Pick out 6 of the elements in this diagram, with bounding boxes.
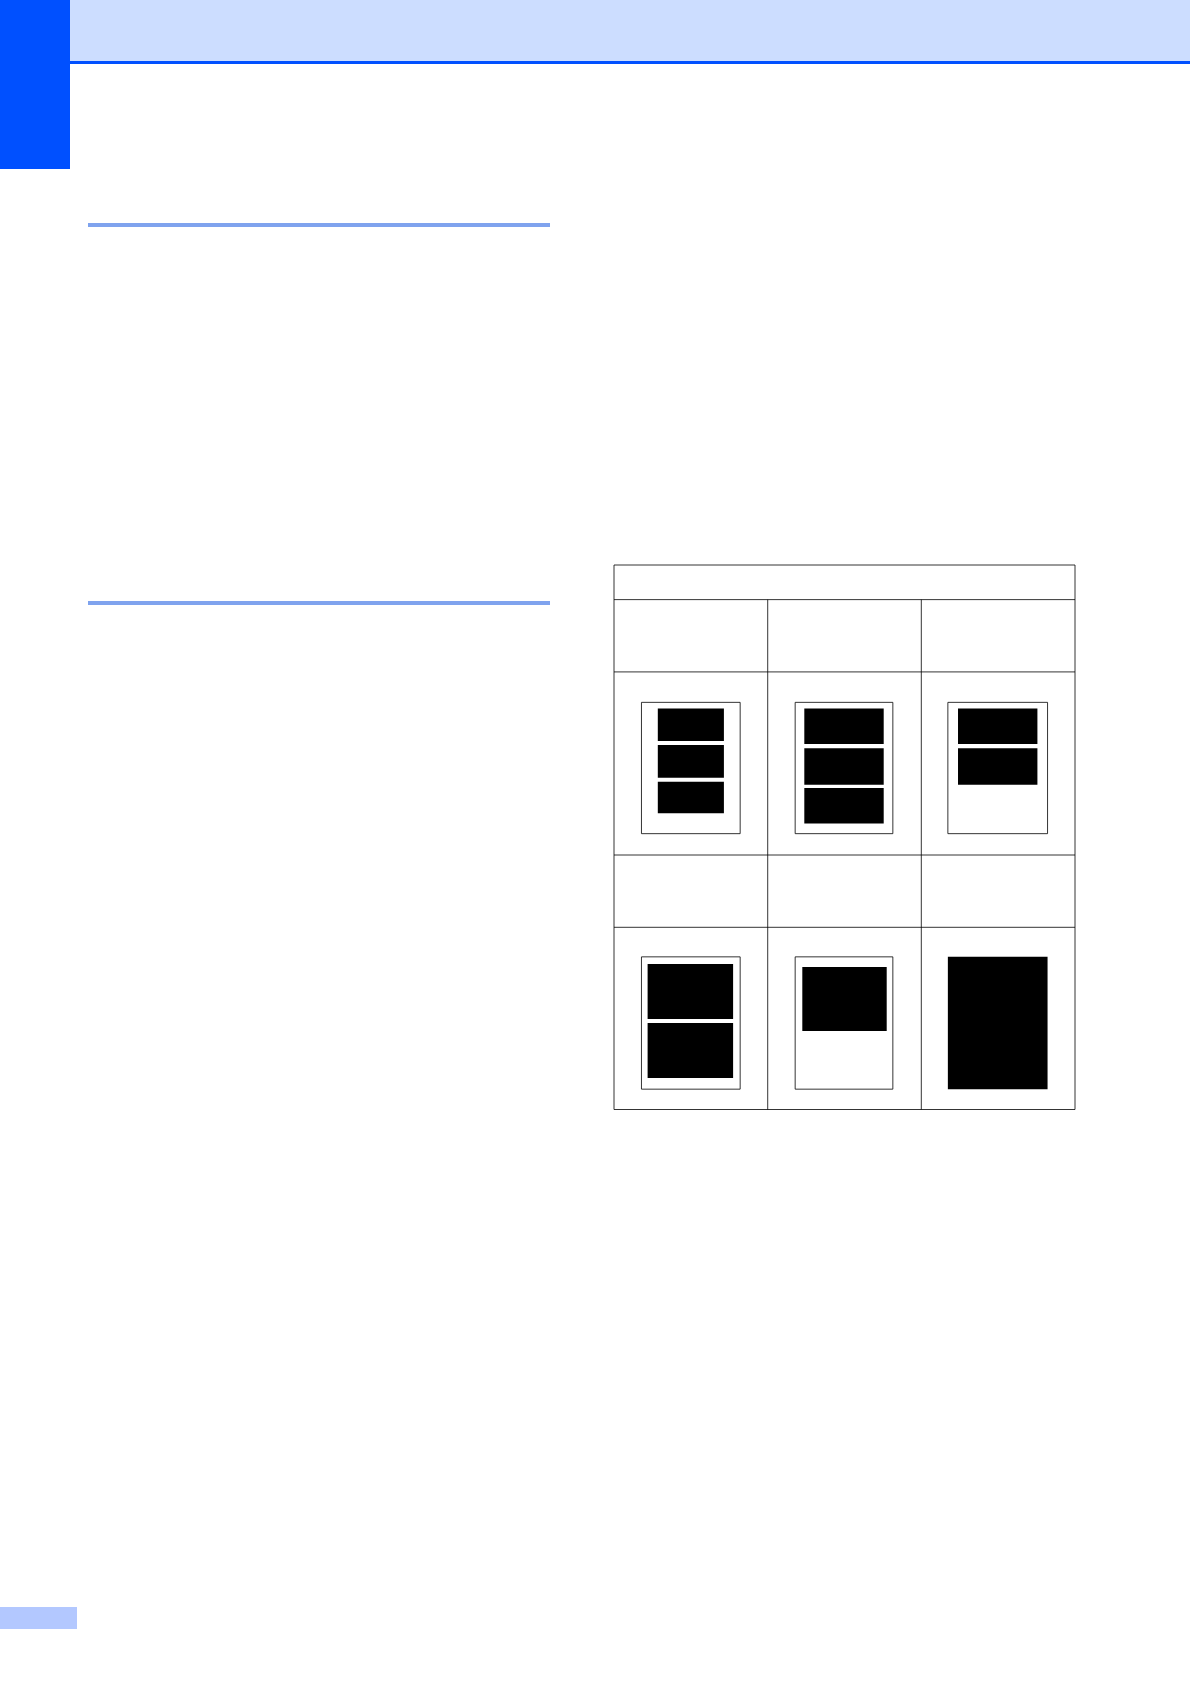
page-layout-icon (794, 701, 894, 835)
page-layout-icon (641, 701, 741, 835)
page-layout-icon (947, 701, 1048, 835)
page-layout-icon (641, 956, 741, 1090)
page-layout-icon (794, 956, 894, 1090)
page-layout-icon (947, 956, 1048, 1090)
